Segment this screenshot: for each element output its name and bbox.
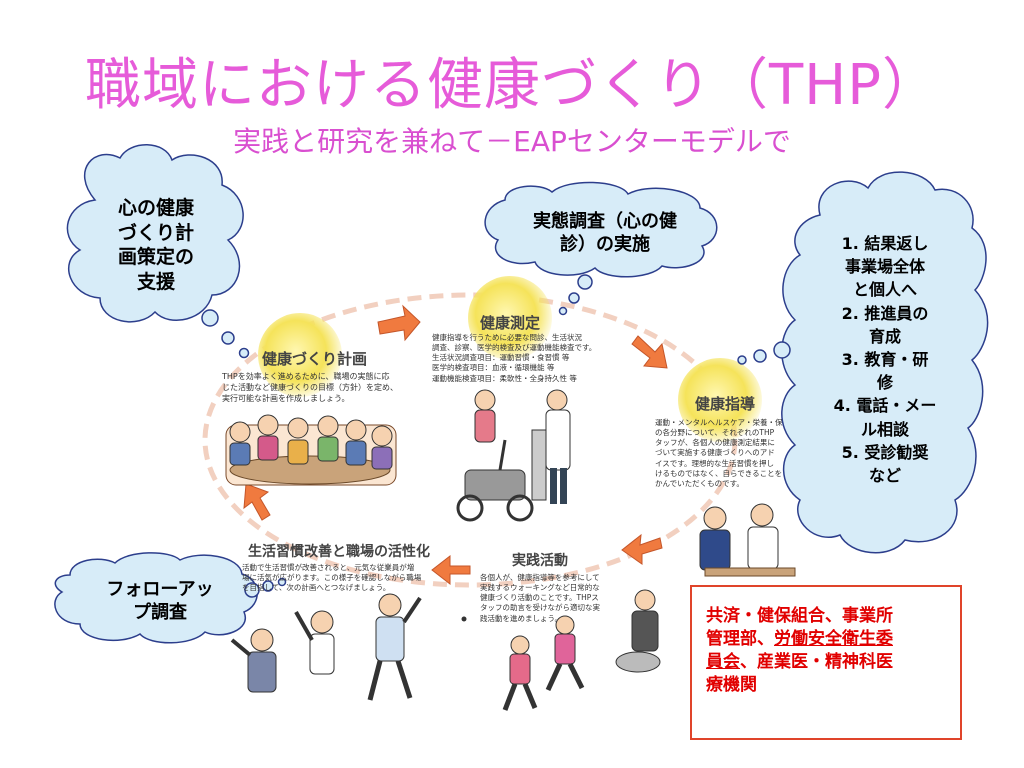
- cloud-survey: [484, 181, 718, 316]
- stage-improve-title: 生活習慣改善と職場の活性化: [248, 544, 430, 560]
- decor-dot: [461, 616, 467, 622]
- cloud-plan-support-text: 心の健康 づくり計 画策定の 支援: [117, 197, 194, 294]
- cloud-followup: [54, 552, 287, 644]
- cloud-services: [737, 171, 989, 554]
- cloud-tail-10: [244, 582, 260, 598]
- cloud-tail-12: [277, 577, 287, 587]
- illustration-meeting: [225, 414, 397, 486]
- cloud-tail-1: [201, 309, 219, 327]
- org-line-4: 療機関: [706, 674, 757, 695]
- badge-guidance: [678, 358, 762, 442]
- cycle-ring: [202, 292, 738, 588]
- org-line-1: 共済・健保組合、事業所: [706, 606, 893, 626]
- badge-measure: [468, 276, 552, 360]
- stage-measure-desc: 健康指導を行うために必要な問診、生活状況 調査、診察、医学的検査及び運動機能検査…: [432, 333, 597, 383]
- organizations-box: 共済・健保組合、事業所 管理部、労働安全衛生委 員会、産業医・精神科医 療機関: [690, 585, 962, 740]
- cloud-tail-2: [221, 331, 235, 345]
- cloud-tail-7: [773, 341, 791, 359]
- cloud-followup-text: フォローアッ プ調査: [106, 579, 214, 624]
- org-line-2: 管理部、労働安全衛生委: [706, 628, 893, 649]
- stage-plan-title: 健康づくり計画: [262, 350, 368, 368]
- stage-plan-desc: THPを効率よく進めるために、職場の実態に応 じた活動など健康づくりの目標（方針…: [222, 372, 398, 403]
- illustration-cheering-workers: [230, 593, 422, 701]
- slide-title: 職域における健康づくり（THP）: [84, 53, 940, 118]
- illustration-exercise-bike: [456, 389, 571, 522]
- arrow-guidance-to-practice: [621, 533, 663, 565]
- arrow-practice-to-improve: [431, 554, 471, 586]
- cloud-survey-text: 実態調査（心の健 診）の実施: [533, 211, 677, 256]
- arrow-measure-to-guidance: [631, 335, 668, 369]
- cloud-services-text: 1. 結果返し 事業場全体 と個人へ 2. 推進員の 育成 3. 教育・研 修 …: [833, 234, 937, 485]
- stage-improve-desc: 活動で生活習慣が改善されると、元気な従業員が増 場に活気が広がります。この様子を…: [242, 563, 422, 593]
- cloud-tail-3: [238, 347, 250, 359]
- slide-subtitle: 実践と研究を兼ねて－EAPセンターモデルで: [233, 125, 791, 158]
- cloud-tail-5: [568, 292, 580, 304]
- cloud-tail-11: [262, 580, 274, 592]
- cloud-tail-4: [577, 274, 593, 290]
- illustration-consultation: [699, 503, 796, 577]
- badge-plan: [258, 313, 342, 397]
- stage-measure-title: 健康測定: [480, 314, 541, 332]
- org-line-3: 員会、産業医・精神科医: [706, 651, 893, 672]
- arrow-improve-to-plan: [243, 483, 271, 521]
- cloud-tail-9: [737, 355, 747, 365]
- arrow-plan-to-measure: [377, 304, 421, 342]
- stage-practice-title: 実践活動: [512, 553, 568, 569]
- cloud-plan-support: [66, 144, 250, 359]
- stage-guidance-title: 健康指導: [695, 395, 756, 413]
- stage-guidance-desc: 運動・メンタルヘルスケア・栄養・保 の各分野について、それぞれのTHP タッフが…: [655, 418, 783, 488]
- cloud-tail-8: [753, 349, 767, 363]
- illustration-walkers: [502, 589, 661, 711]
- cloud-tail-6: [558, 306, 568, 316]
- stage-practice-desc: 各個人が、健康指導等を参考にして 実践するウォーキングなど日常的な 健康づくり活…: [480, 573, 600, 623]
